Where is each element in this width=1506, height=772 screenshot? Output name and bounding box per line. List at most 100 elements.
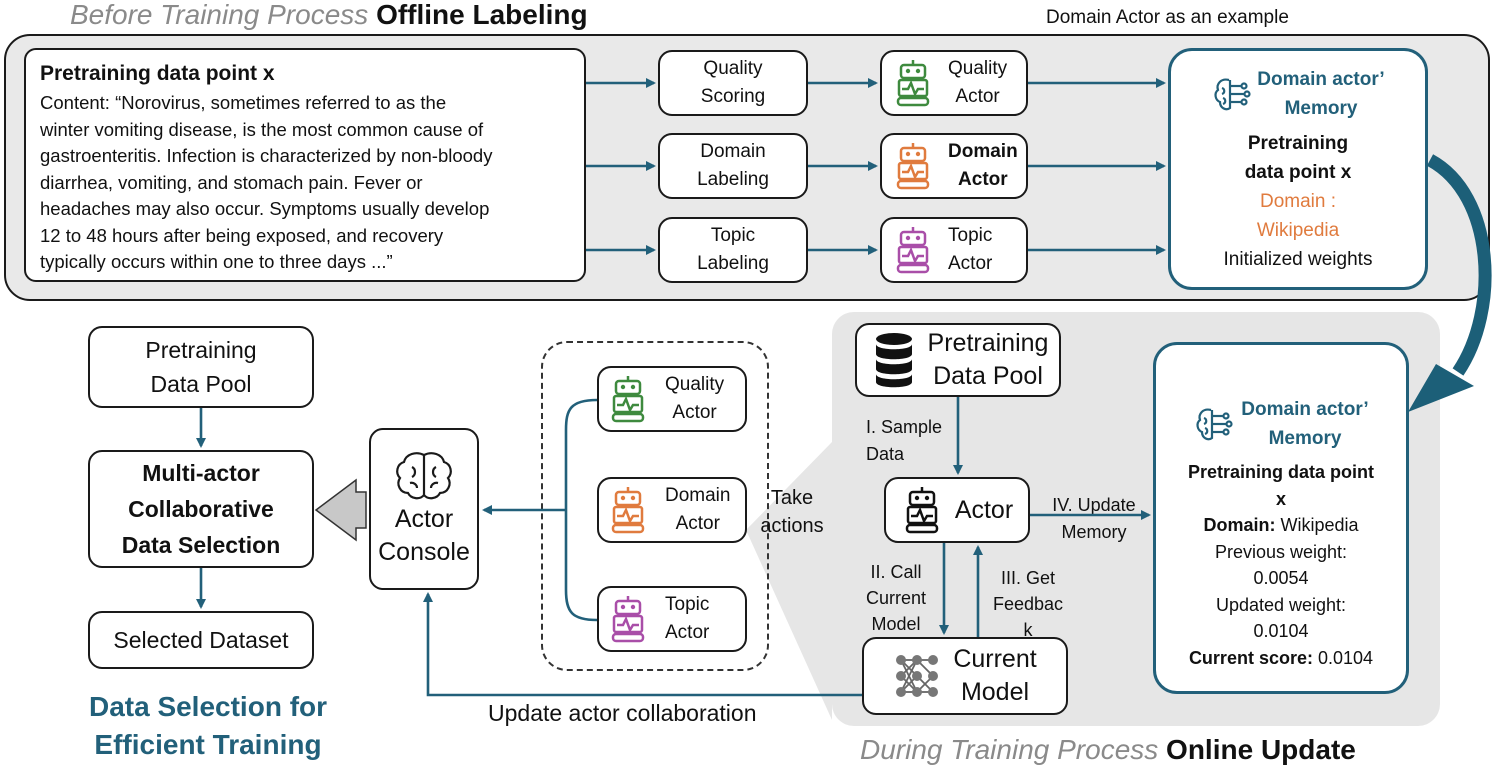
offline-title-bold: Offline Labeling [376,0,588,30]
actor-label: Actor [958,169,1008,190]
quality-actor-box: Quality Actor [880,50,1028,116]
content-line: gastroenteritis. Infection is characteri… [40,145,493,166]
brain-circuit-icon [1196,408,1233,441]
step-text: II. Call [870,562,922,582]
group-quality-actor: Quality Actor [597,366,747,432]
current-score: Current score: 0.0104 [1189,645,1373,672]
step-label: Quality [703,58,763,79]
domain-actor-box: Domain Actor [880,133,1028,199]
step-label: Scoring [700,86,766,107]
step-text: III. Get [1000,568,1056,588]
step-text: I. Sample [866,417,943,437]
take-actions-label: Take actions [757,484,827,540]
memory-title: Domain actor’ [1241,399,1369,420]
example-caption: Domain Actor as an example [1046,7,1289,28]
topic-labeling-box: Topic Labeling [658,217,808,283]
brain-circuit-icon [1214,78,1251,110]
memory-domain: Domain: Wikipedia [1203,512,1358,539]
update-collaboration-label: Update actor collaboration [488,700,757,726]
step-text: Model [871,614,921,634]
memory-domain-value: Wikipedia [1256,219,1340,241]
online-title-bold: Online Update [1166,734,1356,765]
offline-title: Before Training Process Offline Labeling [70,0,588,31]
group-domain-actor: Domain Actor [597,477,747,543]
previous-weight-label: Previous weight: [1214,541,1348,562]
actor-label: Actor [672,402,717,423]
pool-label: Pretraining [145,337,257,363]
content-line: typically occurs within one to three day… [40,251,393,272]
collab-label: Data Selection [121,532,281,558]
online-title: During Training Process Online Update [860,734,1356,766]
data-selection-caption: Data Selection for Efficient Training [58,688,358,764]
robot-icon [611,487,645,534]
console-label: Actor [394,505,454,533]
content-line: diarrhea, vomiting, and stomach pain. Fe… [40,171,423,193]
step-text: k [1023,620,1033,640]
robot-icon [611,376,645,423]
memory-weights: Initialized weights [1223,248,1373,270]
memory-title: Memory [1284,97,1358,119]
actor-label: Actor [948,253,993,274]
robot-icon [896,60,930,107]
content-line: Content: “Norovirus, sometimes referred … [40,92,447,113]
step-text: Memory [1061,522,1127,542]
previous-weight-value: 0.0054 [1253,568,1309,588]
domain-label: Domain: [1203,515,1276,535]
caption-line: Efficient Training [94,729,322,760]
actor-label: Quality [948,58,1008,79]
score-value: 0.0104 [1317,647,1374,668]
online-title-italic: During Training Process [860,734,1159,765]
robot-icon [611,596,645,643]
content-line: winter vomiting disease, is the most com… [40,118,484,140]
domain-value: Wikipedia [1280,515,1359,535]
step-label: Topic [710,225,756,246]
collab-selection-box: Multi-actor Collaborative Data Selection [88,450,314,568]
memory-box-top: Domain actor’ Memory Pretraining data po… [1168,48,1428,290]
actor-label: Quality [665,374,725,395]
take-actions-line: actions [760,515,824,537]
step-update-memory-label: IV. Update Memory [1038,492,1150,546]
memory-data-point: data point x [1244,161,1352,183]
pool-label: Data Pool [150,371,252,397]
selected-label: Selected Dataset [113,626,289,653]
data-point-title: Pretraining data point x [40,62,275,85]
updated-weight-value: 0.0104 [1253,621,1309,641]
database-icon [875,333,912,388]
step-sample-label: I. Sample Data [866,414,942,468]
memory-data-point: Pretraining data point [1187,462,1374,482]
model-label: Current [953,645,1037,673]
step-label: Labeling [697,169,769,190]
neural-network-icon [896,655,939,697]
actor-label: Actor [675,513,720,534]
data-point-box: Pretraining data point x Content: “Norov… [24,48,586,282]
robot-icon [896,143,930,190]
pretraining-pool-box: Pretraining Data Pool [88,326,314,408]
pool-label: Data Pool [933,362,1043,390]
online-actor-box: Actor [884,477,1030,543]
console-label: Console [378,538,470,566]
group-topic-actor: Topic Actor [597,586,747,652]
step-text: Current [865,588,927,608]
actor-label: Domain [665,485,731,506]
collab-label: Multi-actor [142,460,260,486]
step-label: Labeling [697,253,769,274]
updated-weight-label: Updated weight: [1215,594,1347,615]
quality-scoring-box: Quality Scoring [658,50,808,116]
brain-icon [396,452,452,500]
memory-domain: Domain : [1259,190,1337,212]
actor-label: Topic [948,225,993,246]
memory-data-point: x [1275,488,1286,509]
step-label: Domain [700,141,766,162]
model-label: Model [960,678,1030,706]
robot-icon [896,227,930,274]
caption-line: Data Selection for [88,691,328,722]
current-model-box: Current Model [862,637,1068,715]
actor-label: Actor [665,622,710,643]
step-call-model-label: II. Call Current Model [856,559,936,637]
memory-box-bottom: Domain actor’ Memory Pretraining data po… [1153,342,1409,694]
online-pool-box: Pretraining Data Pool [855,323,1061,397]
step-text: IV. Update [1052,495,1136,515]
score-label: Current score: [1188,647,1313,668]
robot-icon [905,487,939,534]
actor-label: Actor [954,495,1014,524]
